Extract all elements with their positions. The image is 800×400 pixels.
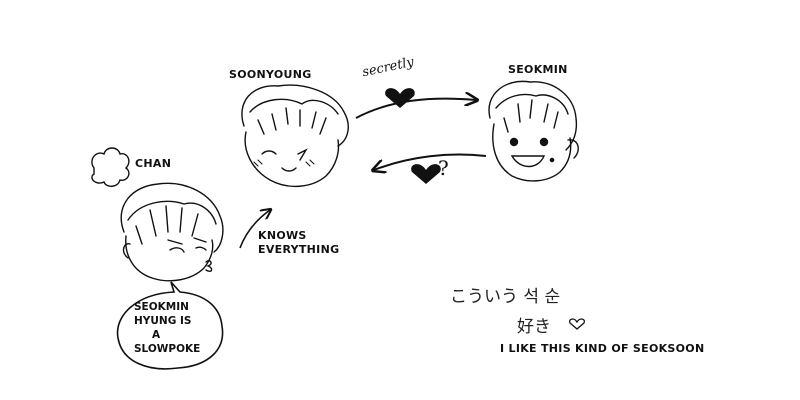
heart-icon <box>385 88 415 108</box>
seokmin-head-drawing <box>488 80 579 182</box>
label-soonyoung: SOONYOUNG <box>229 68 312 81</box>
label-everything: EVERYTHING <box>258 243 340 256</box>
speech-line: SLOWPOKE <box>134 343 201 355</box>
caption: I LIKE THIS KIND OF SEOKSOON <box>500 342 705 355</box>
arrow-soonyoung-to-seokmin <box>355 99 476 119</box>
arrow-chan-to-soonyoung <box>239 210 270 249</box>
label-chan: CHAN <box>135 157 172 170</box>
heart-icon <box>411 164 441 184</box>
speech-bubble-text: SEOKMIN HYUNG IS A SLOWPOKE <box>134 300 200 356</box>
anger-puff-icon <box>91 147 130 187</box>
soonyoung-head-drawing <box>241 84 349 187</box>
arrow-seokmin-to-soonyoung <box>374 153 487 170</box>
speech-bubble-outline <box>116 281 224 370</box>
label-knows: KNOWS <box>258 229 307 242</box>
speech-line: SEOKMIN <box>134 301 189 313</box>
chan-head-drawing <box>120 182 224 282</box>
speech-line: A <box>152 329 161 341</box>
label-seokmin: SEOKMIN <box>508 63 568 76</box>
heart-outline-icon <box>568 318 586 330</box>
handwritten-text-line1: こういう 석 순 <box>450 287 561 307</box>
speech-line: HYUNG IS <box>134 315 192 327</box>
label-question-mark: ? <box>438 156 449 180</box>
handwritten-text-line2: 好き <box>517 317 551 337</box>
